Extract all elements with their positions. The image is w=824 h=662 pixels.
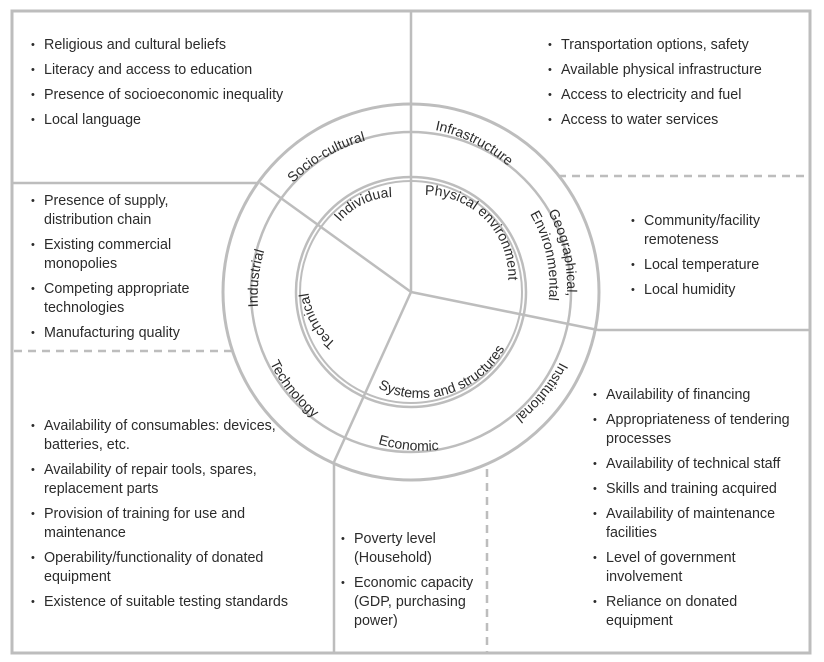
ring-spokes	[259, 104, 599, 463]
panel-geographical: Community/facility remotenessLocal tempe…	[631, 212, 801, 306]
list-item: Appropriateness of tendering processes	[593, 411, 805, 449]
list-item: Poverty level (Household)	[341, 530, 487, 568]
panel-socio-cultural: Religious and cultural beliefsLiteracy a…	[31, 36, 361, 136]
list-item: Local temperature	[631, 256, 801, 275]
list-item: Presence of socioeconomic inequality	[31, 86, 361, 105]
list-item: Availability of repair tools, spares, re…	[31, 461, 291, 499]
list-item: Availability of consumables: devices, ba…	[31, 417, 291, 455]
panel-technology: Availability of consumables: devices, ba…	[31, 417, 291, 618]
list-item: Literacy and access to education	[31, 61, 361, 80]
list-item: Access to electricity and fuel	[548, 86, 798, 105]
list-item: Existence of suitable testing standards	[31, 593, 291, 612]
list-item: Level of government involvement	[593, 549, 805, 587]
list-item: Availability of maintenance facilities	[593, 505, 805, 543]
list-item: Availability of technical staff	[593, 455, 805, 474]
list-item: Manufacturing quality	[31, 324, 231, 343]
list-item: Provision of training for use and mainte…	[31, 505, 291, 543]
list-item: Access to water services	[548, 111, 798, 130]
outer-frame	[10, 9, 812, 655]
panel-economic: Poverty level (Household) Economic capaci…	[341, 530, 487, 637]
panel-industrial: Presence of supply, distribution chainEx…	[31, 192, 231, 349]
list-item: Economic capacity (GDP, purchasing power…	[341, 574, 487, 631]
list-item: Presence of supply, distribution chain	[31, 192, 231, 230]
list-item: Community/facility remoteness	[631, 212, 801, 250]
list-item: Local language	[31, 111, 361, 130]
list-item: Reliance on donated equipment	[593, 593, 805, 631]
list-item: Available physical infrastructure	[548, 61, 798, 80]
panel-infrastructure: Transportation options, safetyAvailable …	[548, 36, 798, 136]
list-item: Operability/functionality of donated equ…	[31, 549, 291, 587]
list-item: Competing appropriate technologies	[31, 280, 231, 318]
panel-institutional: Availability of financingAppropriateness…	[593, 386, 805, 637]
list-item: Religious and cultural beliefs	[31, 36, 361, 55]
list-item: Transportation options, safety	[548, 36, 798, 55]
list-item: Local humidity	[631, 281, 801, 300]
list-item: Skills and training acquired	[593, 480, 805, 499]
list-item: Existing commercial monopolies	[31, 236, 231, 274]
list-item: Availability of financing	[593, 386, 805, 405]
